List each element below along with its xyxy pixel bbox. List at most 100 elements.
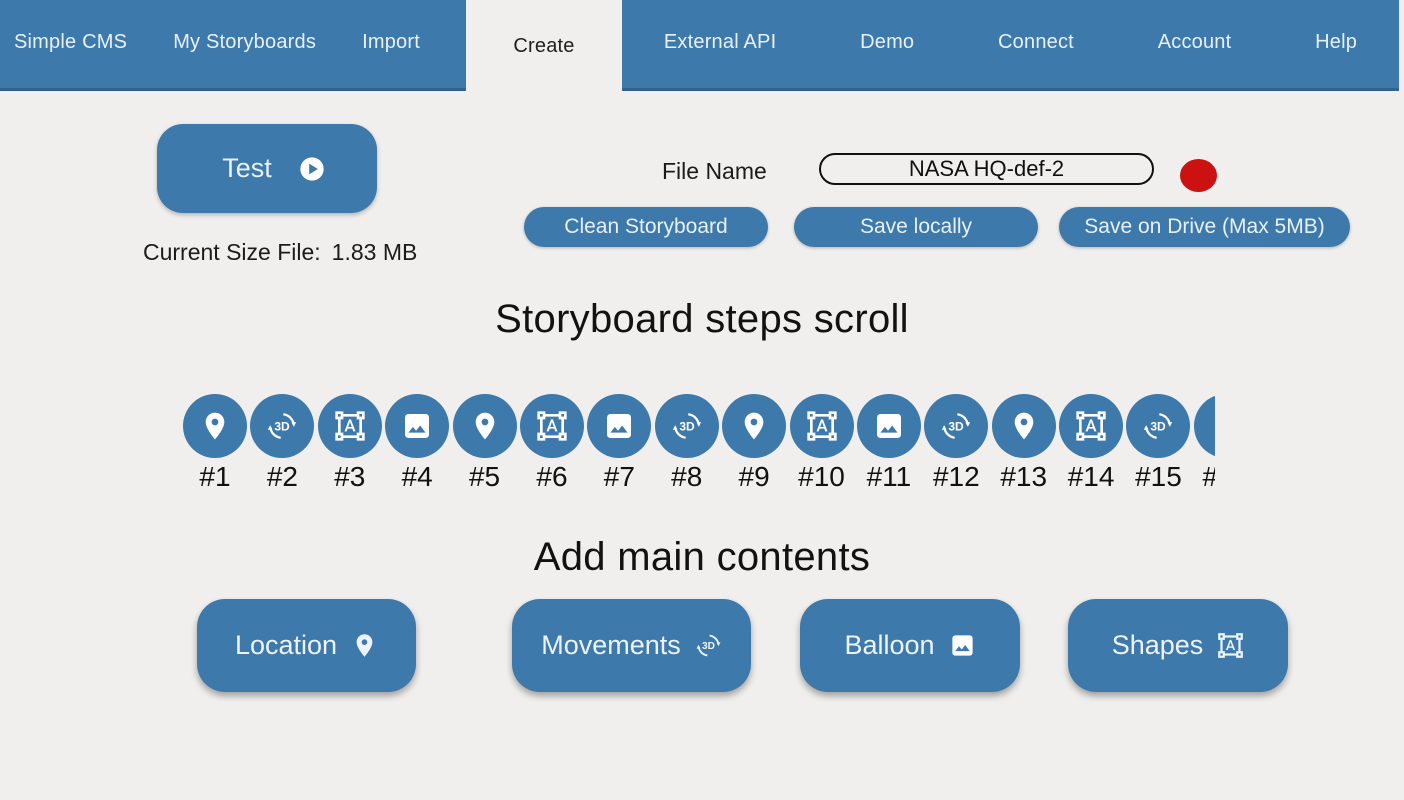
nav-item-account[interactable]: Account bbox=[1157, 30, 1232, 53]
image-icon bbox=[951, 635, 973, 656]
step-circle[interactable] bbox=[385, 394, 450, 458]
step-label: #16 bbox=[1203, 461, 1216, 493]
step-circle[interactable] bbox=[1059, 394, 1124, 458]
step-label: #10 bbox=[798, 461, 845, 492]
add-shapes-button[interactable]: Shapes bbox=[1068, 599, 1288, 692]
image-icon bbox=[876, 414, 901, 438]
step-circle[interactable] bbox=[991, 394, 1056, 458]
image-icon bbox=[405, 414, 430, 438]
top-nav: Simple CMS My Storyboards Import Create Ex… bbox=[0, 0, 1399, 96]
nav-item-import[interactable]: Import bbox=[362, 30, 420, 53]
3d-rotation-icon: 3D bbox=[696, 634, 721, 657]
location-pin-icon bbox=[475, 412, 494, 440]
location-pin-icon bbox=[356, 634, 373, 657]
nav-item-demo[interactable]: Demo bbox=[860, 30, 915, 53]
tab-create[interactable]: Create bbox=[466, 0, 622, 96]
format-shapes-icon bbox=[1076, 411, 1106, 441]
format-shapes-icon bbox=[335, 411, 365, 441]
current-size-label: Current Size File: bbox=[143, 239, 321, 265]
3d-rotation-icon: 3D bbox=[268, 413, 297, 439]
format-shapes-icon bbox=[1218, 633, 1244, 658]
step-label: #1 bbox=[199, 461, 231, 492]
storyboard-step-6[interactable]: #6 bbox=[519, 394, 584, 494]
step-circle[interactable]: 3D bbox=[250, 394, 315, 458]
svg-text:3D: 3D bbox=[1151, 419, 1167, 433]
file-name-input[interactable] bbox=[819, 153, 1154, 185]
save-on-drive-button[interactable]: Save on Drive (Max 5MB) bbox=[1059, 207, 1350, 247]
storyboard-step-1[interactable]: #1 bbox=[183, 394, 247, 494]
tab-create-label: Create bbox=[513, 34, 575, 57]
storyboard-step-12[interactable]: 3D #12 bbox=[924, 394, 989, 494]
nav-item-my-storyboards[interactable]: My Storyboards bbox=[173, 30, 317, 53]
format-shapes-icon bbox=[806, 411, 837, 441]
clean-storyboard-label: Clean Storyboard bbox=[564, 215, 728, 238]
step-circle[interactable] bbox=[587, 394, 652, 458]
step-circle[interactable]: 3D bbox=[654, 394, 719, 458]
storyboard-step-4[interactable]: #4 bbox=[385, 394, 450, 494]
add-movements-button[interactable]: Movements 3D bbox=[512, 599, 751, 692]
step-label: #14 bbox=[1067, 461, 1115, 492]
nav-item-simple-cms[interactable]: Simple CMS bbox=[14, 30, 128, 53]
location-pin-icon bbox=[1210, 410, 1215, 442]
storyboard-step-11[interactable]: #11 bbox=[856, 394, 921, 494]
record-status-dot bbox=[1180, 159, 1217, 192]
storyboard-step-3[interactable]: #3 bbox=[317, 394, 382, 494]
clean-storyboard-button[interactable]: Clean Storyboard bbox=[524, 207, 768, 247]
storyboard-step-10[interactable]: #10 bbox=[789, 394, 854, 494]
step-circle[interactable]: 3D bbox=[1126, 394, 1191, 458]
step-label: #2 bbox=[266, 461, 298, 492]
current-size-value: 1.83 MB bbox=[331, 239, 418, 265]
step-label: #11 bbox=[866, 461, 912, 492]
svg-text:3D: 3D bbox=[275, 419, 291, 433]
step-label: #7 bbox=[603, 461, 635, 492]
step-circle[interactable] bbox=[789, 394, 854, 458]
current-size-text: Current Size File: 1.83 MB bbox=[143, 239, 417, 266]
storyboard-steps-scroll[interactable]: #1 3D #2 #3 #4 #5 #6 #7 3D #8 #9 bbox=[183, 394, 1215, 494]
nav-item-connect[interactable]: Connect bbox=[998, 30, 1074, 53]
step-label: #13 bbox=[1000, 461, 1048, 492]
step-label: #3 bbox=[334, 461, 366, 492]
test-button[interactable]: Test bbox=[157, 124, 377, 213]
format-shapes-icon bbox=[537, 411, 567, 441]
step-circle[interactable] bbox=[519, 394, 584, 458]
3d-rotation-icon: 3D bbox=[672, 413, 701, 439]
3d-rotation-icon: 3D bbox=[942, 413, 971, 439]
add-shapes-label: Shapes bbox=[1111, 630, 1204, 660]
step-circle[interactable] bbox=[722, 394, 787, 458]
storyboard-step-16[interactable]: #16 bbox=[1193, 394, 1216, 494]
test-button-label: Test bbox=[222, 153, 272, 183]
step-circle[interactable] bbox=[317, 394, 382, 458]
location-pin-icon bbox=[205, 412, 225, 440]
file-name-label: File Name bbox=[662, 158, 767, 184]
storyboard-step-8[interactable]: 3D #8 bbox=[654, 394, 719, 494]
storyboard-step-15[interactable]: 3D #15 bbox=[1126, 394, 1191, 494]
step-label: #12 bbox=[932, 461, 980, 492]
add-location-label: Location bbox=[234, 630, 338, 660]
svg-text:3D: 3D bbox=[702, 641, 715, 652]
storyboard-step-7[interactable]: #7 bbox=[587, 394, 652, 494]
location-pin-icon bbox=[744, 412, 764, 440]
nav-item-help[interactable]: Help bbox=[1315, 30, 1358, 53]
nav-item-external-api[interactable]: External API bbox=[663, 30, 777, 53]
step-circle[interactable] bbox=[452, 394, 517, 458]
add-balloon-label: Balloon bbox=[844, 630, 935, 660]
svg-text:3D: 3D bbox=[949, 419, 965, 433]
storyboard-step-14[interactable]: #14 bbox=[1059, 394, 1124, 494]
add-movements-label: Movements bbox=[541, 630, 681, 660]
storyboard-step-5[interactable]: #5 bbox=[452, 394, 517, 494]
storyboard-step-9[interactable]: #9 bbox=[722, 394, 787, 494]
step-circle[interactable] bbox=[856, 394, 921, 458]
step-circle[interactable]: 3D bbox=[924, 394, 989, 458]
3d-rotation-icon: 3D bbox=[1144, 413, 1173, 439]
save-locally-button[interactable]: Save locally bbox=[794, 207, 1038, 247]
storyboard-step-13[interactable]: #13 bbox=[991, 394, 1056, 494]
location-pin-icon bbox=[1014, 412, 1034, 440]
step-label: #6 bbox=[536, 461, 568, 492]
add-balloon-button[interactable]: Balloon bbox=[800, 599, 1020, 692]
step-circle[interactable] bbox=[1193, 394, 1215, 458]
play-icon bbox=[300, 156, 324, 181]
step-circle[interactable] bbox=[183, 394, 247, 458]
add-location-button[interactable]: Location bbox=[197, 599, 416, 692]
image-icon bbox=[607, 414, 632, 438]
storyboard-step-2[interactable]: 3D #2 bbox=[250, 394, 315, 494]
